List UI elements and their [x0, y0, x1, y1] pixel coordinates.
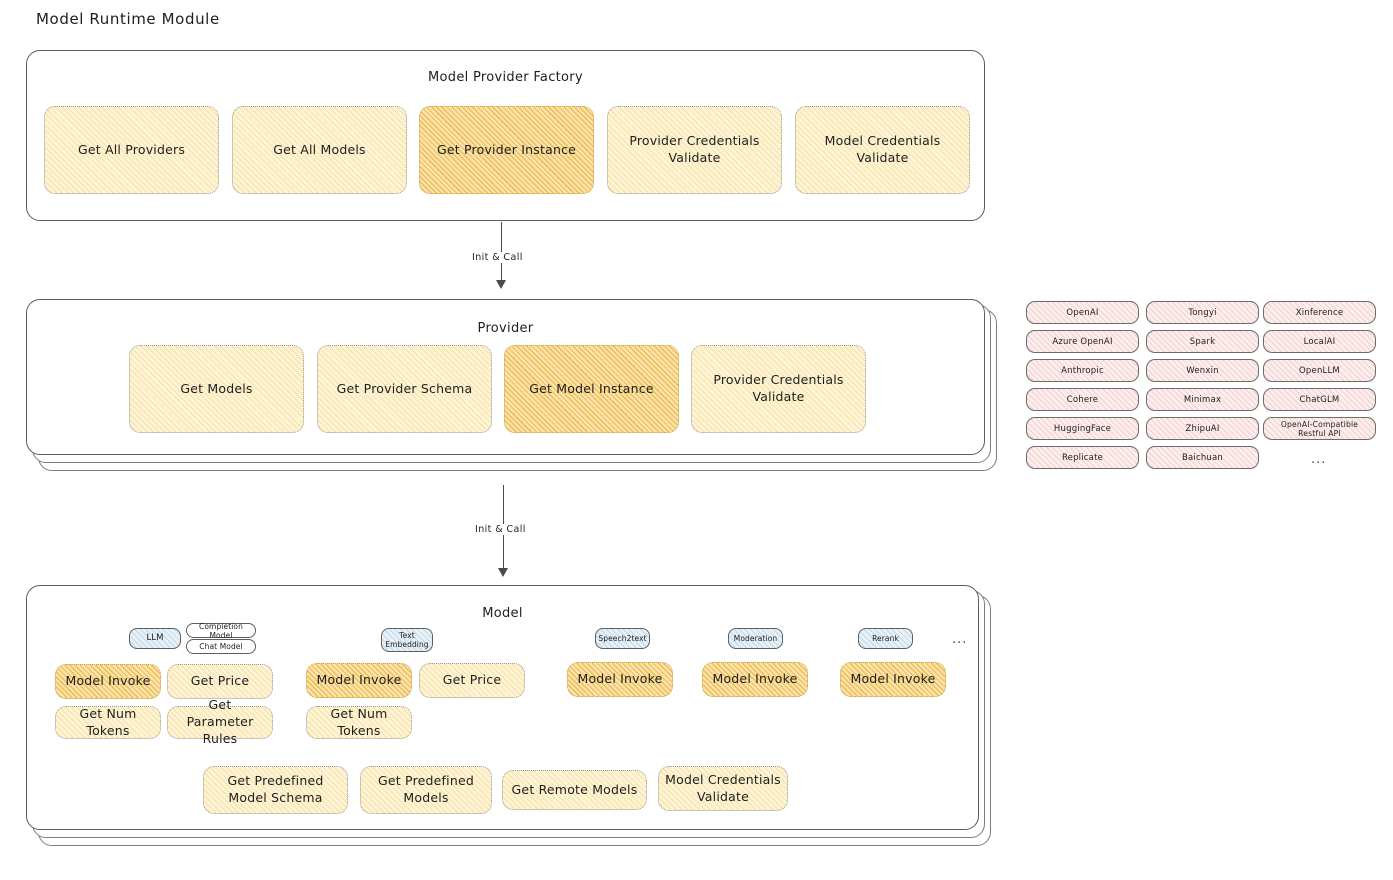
factory-box-model-credentials-validate[interactable]: Model Credentials Validate	[795, 106, 970, 194]
provider-pill-openllm[interactable]: OpenLLM	[1263, 359, 1376, 382]
factory-box-get-all-providers[interactable]: Get All Providers	[44, 106, 219, 194]
factory-title: Model Provider Factory	[428, 70, 583, 85]
provider-pill-anthropic[interactable]: Anthropic	[1026, 359, 1139, 382]
provider-title: Provider	[477, 321, 534, 336]
provider-pill-replicate[interactable]: Replicate	[1026, 446, 1139, 469]
model-type-tag-moderation[interactable]: Moderation	[728, 628, 783, 649]
provider-pill-chatglm[interactable]: ChatGLM	[1263, 388, 1376, 411]
model-common-get-predefined-model-schema[interactable]: Get Predefined Model Schema	[203, 766, 348, 814]
moderation-method-model-invoke[interactable]: Model Invoke	[702, 662, 808, 697]
provider-list-more-ellipsis: ...	[1311, 452, 1327, 467]
factory-box-provider-credentials-validate[interactable]: Provider Credentials Validate	[607, 106, 782, 194]
provider-pill-xinference[interactable]: Xinference	[1263, 301, 1376, 324]
provider-pill-openai[interactable]: OpenAI	[1026, 301, 1139, 324]
provider-pill-tongyi[interactable]: Tongyi	[1146, 301, 1259, 324]
provider-pill-wenxin[interactable]: Wenxin	[1146, 359, 1259, 382]
provider-pill-huggingface[interactable]: HuggingFace	[1026, 417, 1139, 440]
provider-pill-baichuan[interactable]: Baichuan	[1146, 446, 1259, 469]
text-embedding-method-get-price[interactable]: Get Price	[419, 663, 525, 698]
arrow-provider-to-model-label: Init & Call	[472, 524, 529, 535]
provider-pill-azure-openai[interactable]: Azure OpenAI	[1026, 330, 1139, 353]
provider-box-get-models[interactable]: Get Models	[129, 345, 304, 433]
model-subtag-completion-model[interactable]: Completion Model	[186, 622, 256, 640]
provider-box-get-model-instance[interactable]: Get Model Instance	[504, 345, 679, 433]
model-subtag-chat-model[interactable]: Chat Model	[186, 639, 256, 654]
factory-box-get-provider-instance[interactable]: Get Provider Instance	[419, 106, 594, 194]
page-title: Model Runtime Module	[36, 10, 220, 28]
factory-box-get-all-models[interactable]: Get All Models	[232, 106, 407, 194]
llm-method-get-parameter-rules[interactable]: Get Parameter Rules	[167, 697, 273, 746]
model-type-tag-rerank[interactable]: Rerank	[858, 628, 913, 649]
provider-pill-minimax[interactable]: Minimax	[1146, 388, 1259, 411]
arrow-factory-to-provider-head	[496, 280, 506, 289]
provider-pill-openai-compatible-restful-api[interactable]: OpenAI-Compatible Restful API	[1263, 417, 1376, 440]
model-type-tag-speech2text[interactable]: Speech2text	[595, 628, 650, 649]
model-common-model-credentials-validate[interactable]: Model Credentials Validate	[658, 766, 788, 811]
llm-method-model-invoke[interactable]: Model Invoke	[55, 664, 161, 699]
model-type-tag-text-embedding[interactable]: Text Embedding	[381, 628, 433, 652]
model-common-get-predefined-models[interactable]: Get Predefined Models	[360, 766, 492, 814]
arrow-provider-to-model-head	[498, 568, 508, 577]
rerank-method-model-invoke[interactable]: Model Invoke	[840, 662, 946, 697]
provider-pill-spark[interactable]: Spark	[1146, 330, 1259, 353]
model-types-more-ellipsis: ...	[952, 632, 968, 647]
provider-box-provider-credentials-validate[interactable]: Provider Credentials Validate	[691, 345, 866, 433]
speech2text-method-model-invoke[interactable]: Model Invoke	[567, 662, 673, 697]
provider-pill-cohere[interactable]: Cohere	[1026, 388, 1139, 411]
model-common-get-remote-models[interactable]: Get Remote Models	[502, 770, 647, 810]
arrow-factory-to-provider-label: Init & Call	[469, 252, 526, 263]
model-type-tag-llm[interactable]: LLM	[129, 628, 181, 649]
text-embedding-method-model-invoke[interactable]: Model Invoke	[306, 663, 412, 698]
provider-pill-localai[interactable]: LocalAI	[1263, 330, 1376, 353]
provider-pill-zhipuai[interactable]: ZhipuAI	[1146, 417, 1259, 440]
model-title: Model	[482, 606, 523, 621]
llm-method-get-num-tokens[interactable]: Get Num Tokens	[55, 706, 161, 739]
text-embedding-method-get-num-tokens[interactable]: Get Num Tokens	[306, 706, 412, 739]
llm-method-get-price[interactable]: Get Price	[167, 664, 273, 699]
provider-box-get-provider-schema[interactable]: Get Provider Schema	[317, 345, 492, 433]
